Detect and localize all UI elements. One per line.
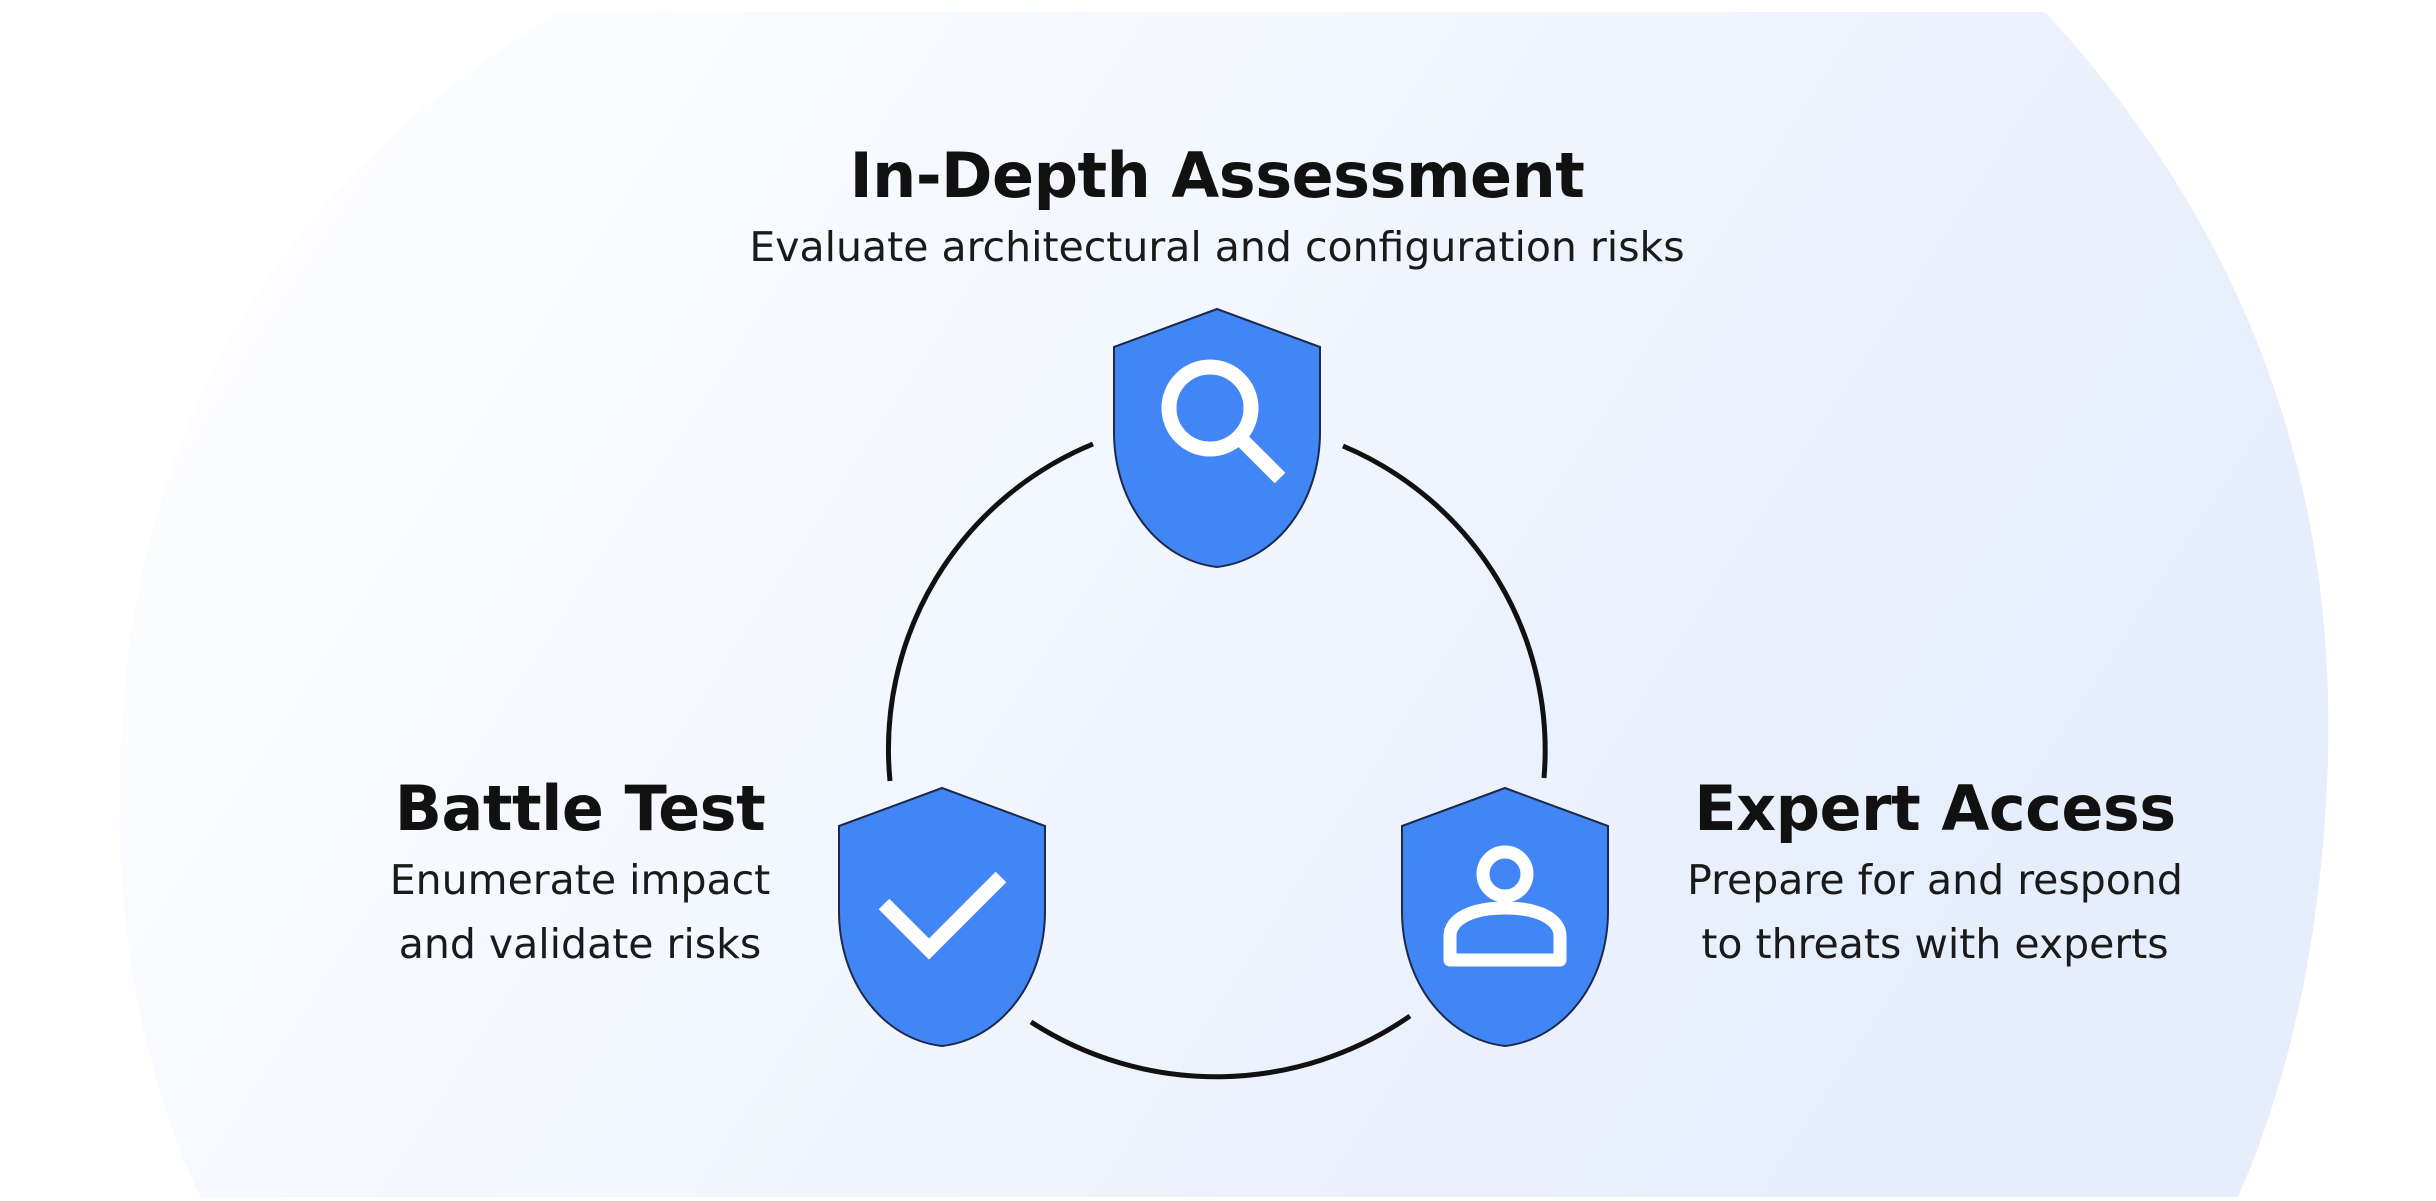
magnifier-icon — [1161, 359, 1286, 484]
node-assessment-title: In-Depth Assessment — [849, 139, 1585, 212]
node-expert-access: Expert Access Prepare for and respond to… — [1640, 770, 2230, 976]
node-battle-test: Battle Test Enumerate impact and validat… — [330, 770, 830, 976]
person-icon — [1443, 845, 1567, 967]
node-battle-test-description-line: and validate risks — [398, 920, 762, 968]
ring-arc-assessment-to-expert-access — [1342, 443, 1548, 779]
node-assessment-description-line: Evaluate architectural and configuration… — [749, 223, 1685, 271]
node-expert-access-description-line: to threats with experts — [1701, 920, 2169, 968]
node-assessment: In-Depth Assessment Evaluate architectur… — [717, 137, 1717, 279]
node-expert-access-title: Expert Access — [1694, 772, 2176, 845]
node-battle-test-description: Enumerate impact and validate risks — [330, 848, 830, 976]
ring-arc-battle-test-to-expert-access — [1029, 1013, 1412, 1080]
shield-assessment — [1113, 307, 1321, 569]
node-assessment-description: Evaluate architectural and configuration… — [717, 215, 1717, 279]
checkmark-icon — [878, 871, 1007, 960]
shield-expert-access — [1401, 786, 1609, 1048]
node-expert-access-description-line: Prepare for and respond — [1687, 856, 2183, 904]
ring-arc-assessment-to-battle-test — [885, 441, 1094, 782]
node-battle-test-description-line: Enumerate impact — [389, 856, 771, 904]
background-panel — [119, 12, 2329, 1197]
node-battle-test-title: Battle Test — [394, 772, 766, 845]
shield-battle-test — [838, 786, 1046, 1048]
node-expert-access-description: Prepare for and respond to threats with … — [1640, 848, 2230, 976]
